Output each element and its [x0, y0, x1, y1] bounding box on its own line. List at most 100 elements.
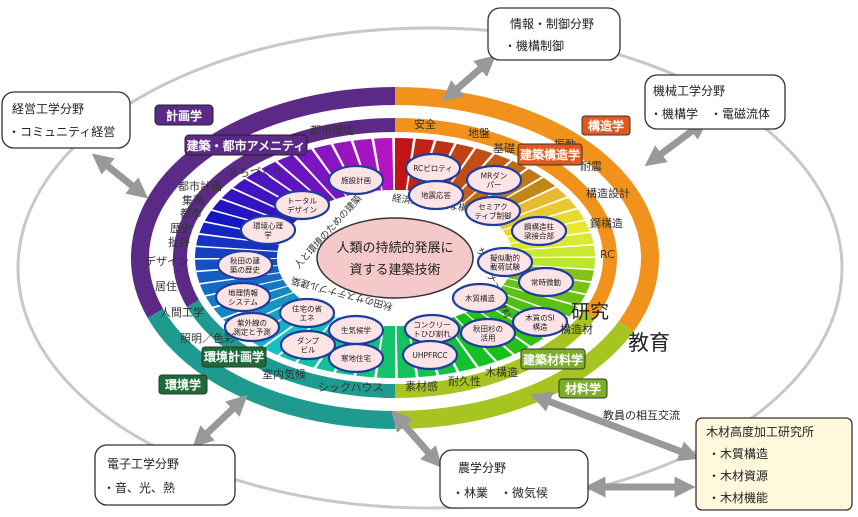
topic-bubble-label: 環境心理	[253, 221, 283, 231]
topic-bubble-label: 擬似動的	[490, 253, 520, 263]
ring-label: 鋼構造	[590, 216, 623, 230]
ring-label: 耐久性	[448, 374, 481, 388]
exchange-label: 教員の相互交流	[603, 408, 680, 422]
svg-text:機械工学分野: 機械工学分野	[653, 83, 725, 98]
topic-bubble-label: 住宅の省	[292, 304, 322, 314]
education-label: 教育	[628, 331, 670, 355]
topic-bubble-label: ダンプ	[297, 336, 320, 346]
svg-text:・木材資源: ・木材資源	[708, 469, 768, 483]
svg-text:・木質構造: ・木質構造	[708, 446, 768, 461]
ring-label: 集落	[182, 193, 204, 207]
topic-bubble-label: エネ	[300, 314, 315, 323]
box-nougaku: 農学分野・林業 ・微気候	[439, 449, 589, 509]
color-wedge	[221, 188, 299, 224]
outer-ellipse	[16, 26, 844, 510]
box-mokuzai: 木材高度加工研究所 ・木質構造 ・木材資源 ・木材機能	[695, 417, 853, 511]
svg-text:経営工学分野: 経営工学分野	[12, 101, 84, 116]
ring-orange-0	[394, 87, 659, 332]
topic-bubble-label: 地理情報	[228, 288, 258, 298]
ring-label: デザイン	[145, 254, 189, 268]
research-label: 研究	[571, 301, 609, 323]
svg-text:建築材料学: 建築材料学	[522, 352, 583, 367]
ring-label: 歴史	[170, 222, 192, 235]
topic-bubble-label: 載荷試験	[490, 262, 520, 272]
svg-text:・機構制御: ・機構制御	[504, 38, 564, 53]
topic-bubble-label: 施設計画	[341, 175, 371, 185]
color-wedge	[196, 234, 280, 251]
svg-text:木材高度加工研究所: 木材高度加工研究所	[706, 424, 814, 439]
ring-label: 批評	[168, 235, 190, 249]
svg-text:環境学: 環境学	[165, 377, 201, 392]
ring-label: 木構造	[485, 365, 518, 379]
ring-purple-1	[173, 118, 396, 308]
ring-label: 基礎	[493, 142, 515, 155]
topic-bubble: 施設計画	[327, 164, 385, 196]
ring-label: 都市計画	[178, 179, 222, 193]
topic-bubble-label: ビル	[301, 346, 316, 355]
ring-purple-0	[131, 87, 396, 318]
tag-amenity: 建築・都市アメニティ	[184, 134, 308, 156]
topic-bubble-label: 学	[264, 230, 272, 240]
ring-label: 居住	[155, 279, 177, 293]
arrow-keiei	[91, 153, 149, 199]
ring-label: 室内気候	[262, 367, 306, 381]
topic-bubble-label: パー	[487, 181, 502, 190]
topic-bubble-label: 生気候学	[341, 325, 371, 335]
svg-text:情報・制御分野: 情報・制御分野	[510, 16, 594, 31]
svg-text:・コミュニティ経営: ・コミュニティ経営	[8, 125, 115, 139]
color-wedge	[512, 245, 595, 258]
color-wedge	[277, 154, 335, 203]
ring-teal-0	[147, 308, 396, 429]
color-wedge	[498, 285, 578, 317]
topic-bubble-label: 鋼構造柱	[524, 222, 554, 232]
topic-bubble-label: 秋田の建	[230, 256, 260, 266]
topic-bubble-label: 測定と予測	[233, 327, 271, 337]
topic-bubble: 生気候学	[327, 314, 385, 346]
topic-bubble: 地震応答	[407, 179, 465, 211]
ring-label: RC	[600, 248, 615, 261]
tag-kenchiku-kouzou: 建築構造学	[517, 143, 583, 166]
svg-text:建築構造学: 建築構造学	[519, 147, 580, 162]
topic-bubble-label: 築の歴史	[230, 265, 260, 275]
svg-text:・音、光、熱: ・音、光、熱	[103, 480, 175, 495]
ring-label: 地盤	[468, 127, 490, 140]
topic-bubble: 木質構造	[451, 282, 509, 314]
topic-bubble: UHPFRCC	[401, 339, 459, 371]
svg-text:電子工学分野: 電子工学分野	[107, 456, 179, 471]
ring-orange-1	[394, 118, 617, 319]
topic-bubbles: 施設計画トータルデザイン環境心理学秋田の建築の歴史地理情報システム住宅の省エネ紫…	[214, 152, 575, 374]
color-wedge	[512, 258, 595, 269]
svg-text:環境計画学: 環境計画学	[204, 349, 264, 364]
topic-bubble-label: 秋田杉の	[473, 324, 503, 334]
ring-label: 構造設計	[586, 186, 630, 200]
tag-zairyou: 材料学	[558, 378, 608, 399]
ring-label: まちづくり	[228, 166, 283, 179]
topic-bubble-label: 構造	[533, 322, 548, 332]
arrow-nougaku	[391, 410, 442, 468]
ring-label: 人間工学	[160, 305, 204, 319]
svg-text:・木材機能: ・木材機能	[708, 490, 768, 505]
topic-bubble: RCピロティ	[404, 152, 462, 184]
topic-bubble-label: 寒地住宅	[341, 353, 371, 363]
topic-bubble-label: セミアク	[478, 203, 508, 212]
tag-keikaku: 計画学	[154, 104, 214, 126]
svg-text:建築・都市アメニティ: 建築・都市アメニティ	[186, 138, 306, 153]
box-kikai: 機械工学分野・機構学 ・電磁流体	[644, 74, 786, 130]
ring-label: 照明／色彩	[180, 331, 235, 345]
svg-text:材料学: 材料学	[564, 381, 601, 396]
topic-bubble-label: 地震応答	[421, 190, 451, 200]
topic-bubble-label: MRダン	[481, 171, 508, 181]
box-denshi: 電子工学分野・音、光、熱	[94, 444, 236, 506]
svg-text:計画学: 計画学	[166, 108, 202, 123]
ring-label: シックハウス	[318, 381, 383, 394]
